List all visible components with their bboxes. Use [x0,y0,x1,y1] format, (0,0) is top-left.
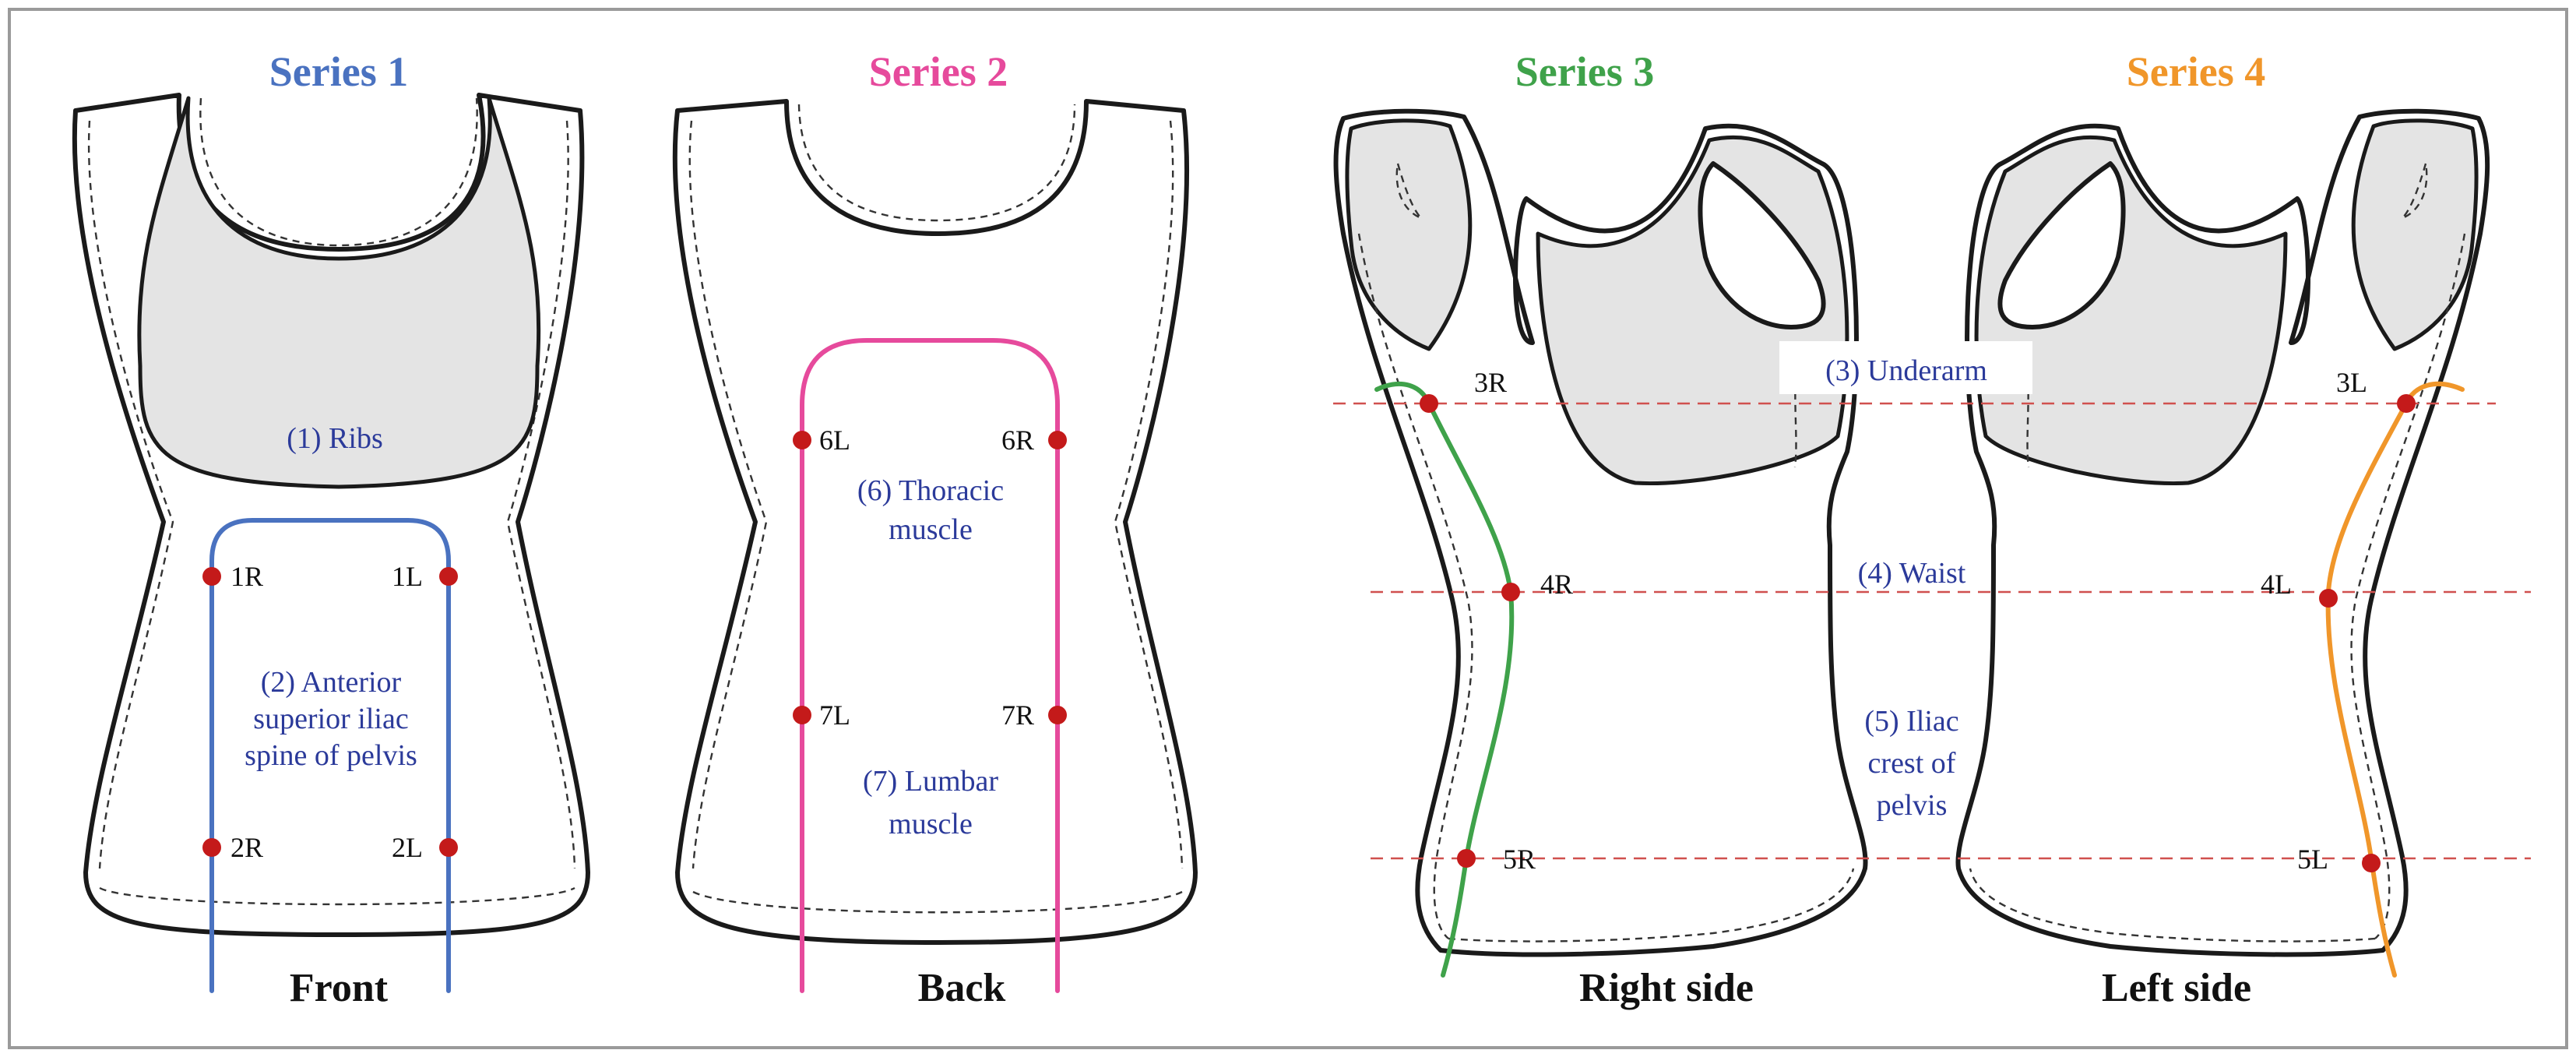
point-label-1L: 1L [392,561,423,592]
asis-label-line-2: superior iliac [253,703,408,735]
sensor-point-7L [793,706,811,724]
asis-label-line-3: spine of pelvis [245,739,417,772]
underarm-label: (3) Underarm [1825,354,1987,387]
right-side-stitch-edge [1357,233,1473,939]
back-view-label: Back [918,966,1006,1010]
point-label-5L: 5L [2297,844,2328,875]
sensor-point-2R [202,838,221,857]
sensor-point-6R [1048,431,1067,449]
right-side-sleeve-panel [1345,118,1473,351]
back-view: (6) Thoracic muscle (7) Lumbar muscle 6L… [672,99,1198,993]
right-side-armhole [1698,161,1826,329]
sensor-point-1L [439,567,458,586]
front-hem-stitch [99,886,575,906]
series-2-title: Series 2 [869,48,1008,95]
underarm-label-background [1779,341,2032,394]
iliac-label-line-2: crest of [1868,747,1956,780]
sensor-point-3L [2397,394,2416,413]
front-neckline-stitch [199,97,478,247]
back-neckline-stitch [797,104,1076,222]
series-4-title: Series 4 [2127,48,2265,95]
sensor-point-4R [1501,583,1520,601]
point-label-6R: 6R [1001,425,1034,456]
left-side-armhole [1997,161,2126,329]
point-label-4L: 4L [2261,569,2292,600]
front-ribs-region [137,96,541,489]
sensor-point-7R [1048,706,1067,724]
sensor-point-4L [2319,589,2338,608]
point-label-4R: 4R [1540,569,1573,600]
point-label-3R: 3R [1474,367,1507,398]
point-label-2L: 2L [392,832,423,863]
series-1-line [209,518,451,993]
left-side-hem-stitch [1969,868,2376,942]
point-label-6L: 6L [819,425,850,456]
point-label-3L: 3L [2336,367,2367,398]
point-label-5R: 5R [1503,844,1536,875]
front-view-label: Front [290,966,389,1010]
right-side-view-label: Right side [1579,966,1754,1010]
right-side-hem-stitch [1448,868,1855,942]
left-side-sleeve-inner-stitch [2402,163,2428,220]
point-label-7L: 7L [819,699,850,731]
lumbar-label-line-1: (7) Lumbar [863,765,998,798]
right-side-view [1333,108,1868,957]
thoracic-label-line-1: (6) Thoracic [857,474,1004,507]
point-label-1R: 1R [231,561,263,592]
side-views: (3) Underarm (4) Waist (5) Iliac crest o… [1333,108,2531,978]
point-label-2R: 2R [231,832,263,863]
thoracic-label-line-2: muscle [889,513,973,546]
back-garment-outline [672,99,1198,945]
back-side-stitch-right [1114,120,1184,869]
iliac-label-line-1: (5) Iliac [1864,705,1958,738]
sensor-point-6L [793,431,811,449]
series-1-title: Series 1 [269,48,408,95]
lumbar-label-line-2: muscle [889,808,973,840]
sensor-point-2L [439,838,458,857]
front-side-stitch-right [506,120,576,869]
front-side-stitch-left [87,120,174,869]
iliac-label-line-3: pelvis [1877,789,1948,822]
back-hem-stitch [692,890,1183,914]
left-side-sleeve-panel [2351,118,2479,351]
series-2-line [800,338,1060,993]
asis-label-line-1: (2) Anterior [261,666,402,699]
sensor-point-5L [2362,854,2381,872]
waist-label: (4) Waist [1858,557,1966,590]
sensor-point-5R [1457,849,1476,868]
sensor-point-3R [1420,394,1438,413]
ribs-label: (1) Ribs [287,422,383,455]
right-side-sleeve-inner-stitch [1395,163,1422,220]
back-side-stitch-left [688,120,768,869]
point-label-7R: 7R [1001,699,1034,731]
sensor-point-1R [202,567,221,586]
series-3-title: Series 3 [1515,48,1654,95]
left-side-view-label: Left side [2102,966,2251,1010]
left-side-stitch-edge [2350,233,2466,939]
front-view: (1) Ribs (2) Anterior superior iliac spi… [72,93,590,993]
left-side-view [1955,108,2490,957]
